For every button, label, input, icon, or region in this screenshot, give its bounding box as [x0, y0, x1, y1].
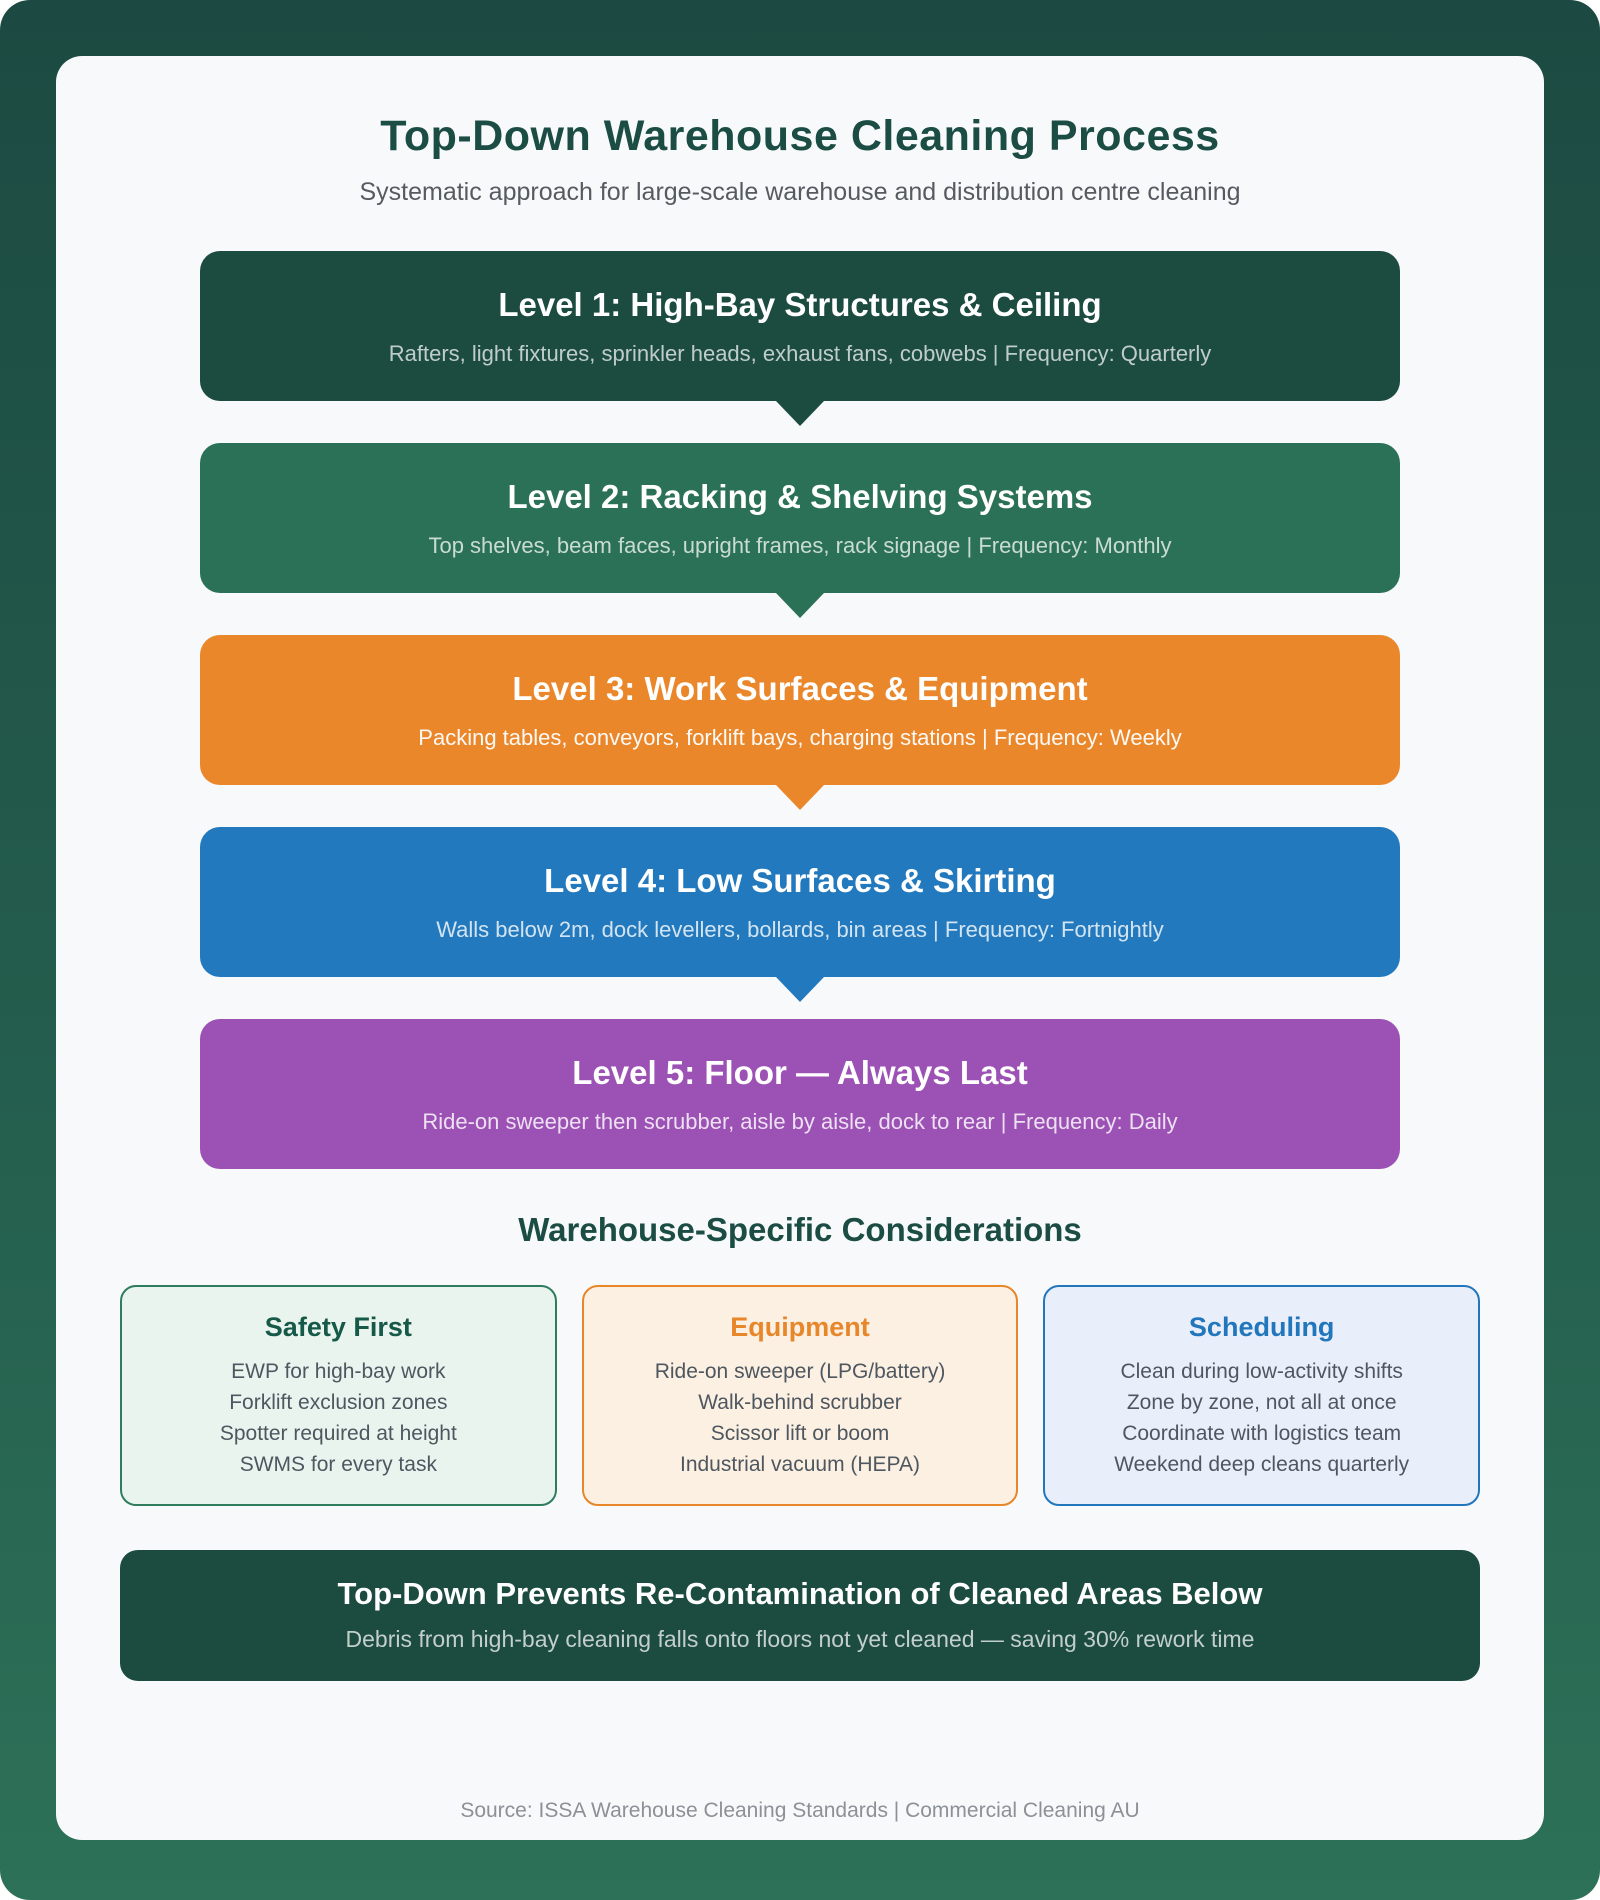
level-4-box: Level 4: Low Surfaces & Skirting Walls b… — [200, 827, 1400, 1002]
down-arrow-icon — [776, 593, 824, 618]
level-5-title: Level 5: Floor — Always Last — [572, 1053, 1028, 1091]
level-5-detail: Ride-on sweeper then scrubber, aisle by … — [422, 1108, 1178, 1134]
list-item: Forklift exclusion zones — [229, 1391, 448, 1414]
list-item: Zone by zone, not all at once — [1126, 1391, 1397, 1414]
list-item: Ride-on sweeper (LPG/battery) — [654, 1360, 946, 1383]
level-3-box: Level 3: Work Surfaces & Equipment Packi… — [200, 635, 1400, 810]
list-item: Clean during low-activity shifts — [1120, 1360, 1403, 1383]
list-item: Weekend deep cleans quarterly — [1114, 1453, 1410, 1476]
list-item: Scissor lift or boom — [710, 1422, 890, 1445]
level-4-title: Level 4: Low Surfaces & Skirting — [544, 861, 1056, 899]
infographic-sheet: Top-Down Warehouse Cleaning Process Syst… — [56, 56, 1544, 1840]
level-1-title: Level 1: High-Bay Structures & Ceiling — [498, 285, 1102, 323]
page-subtitle: Systematic approach for large-scale ware… — [359, 178, 1241, 206]
level-1-detail: Rafters, light fixtures, sprinkler heads… — [388, 340, 1212, 366]
level-3-title: Level 3: Work Surfaces & Equipment — [512, 669, 1088, 707]
level-4-detail: Walls below 2m, dock levellers, bollards… — [436, 916, 1164, 942]
level-5-box: Level 5: Floor — Always Last Ride-on swe… — [200, 1019, 1400, 1169]
scheduling-title: Scheduling — [1188, 1312, 1335, 1342]
equipment-card: Equipment Ride-on sweeper (LPG/battery) … — [581, 1285, 1019, 1506]
considerations-heading: Warehouse-Specific Considerations — [518, 1211, 1082, 1248]
list-item: EWP for high-bay work — [231, 1360, 446, 1383]
down-arrow-icon — [776, 401, 824, 426]
key-message-banner: Top-Down Prevents Re-Contamination of Cl… — [120, 1550, 1480, 1681]
level-1-box: Level 1: High-Bay Structures & Ceiling R… — [200, 251, 1400, 426]
safety-first-title: Safety First — [264, 1312, 412, 1342]
list-item: Spotter required at height — [219, 1422, 457, 1445]
level-2-box: Level 2: Racking & Shelving Systems Top … — [200, 443, 1400, 618]
banner-subtitle: Debris from high-bay cleaning falls onto… — [345, 1626, 1255, 1652]
level-3-detail: Packing tables, conveyors, forklift bays… — [418, 724, 1182, 750]
down-arrow-icon — [776, 785, 824, 810]
scheduling-card: Scheduling Clean during low-activity shi… — [1043, 1285, 1481, 1506]
level-flow: Level 1: High-Bay Structures & Ceiling R… — [200, 251, 1400, 1169]
list-item: Industrial vacuum (HEPA) — [679, 1453, 921, 1476]
safety-first-card: Safety First EWP for high-bay work Forkl… — [120, 1285, 557, 1506]
level-2-title: Level 2: Racking & Shelving Systems — [507, 477, 1093, 515]
source-attribution: Source: ISSA Warehouse Cleaning Standard… — [460, 1799, 1140, 1822]
page-title: Top-Down Warehouse Cleaning Process — [380, 112, 1220, 160]
level-2-detail: Top shelves, beam faces, upright frames,… — [428, 532, 1172, 558]
banner-title: Top-Down Prevents Re-Contamination of Cl… — [337, 1576, 1263, 1611]
list-item: SWMS for every task — [239, 1453, 437, 1476]
list-item: Coordinate with logistics team — [1122, 1422, 1402, 1445]
down-arrow-icon — [776, 977, 824, 1002]
list-item: Walk-behind scrubber — [698, 1391, 902, 1414]
equipment-title: Equipment — [730, 1312, 870, 1342]
consideration-cards: Safety First EWP for high-bay work Forkl… — [120, 1285, 1481, 1506]
